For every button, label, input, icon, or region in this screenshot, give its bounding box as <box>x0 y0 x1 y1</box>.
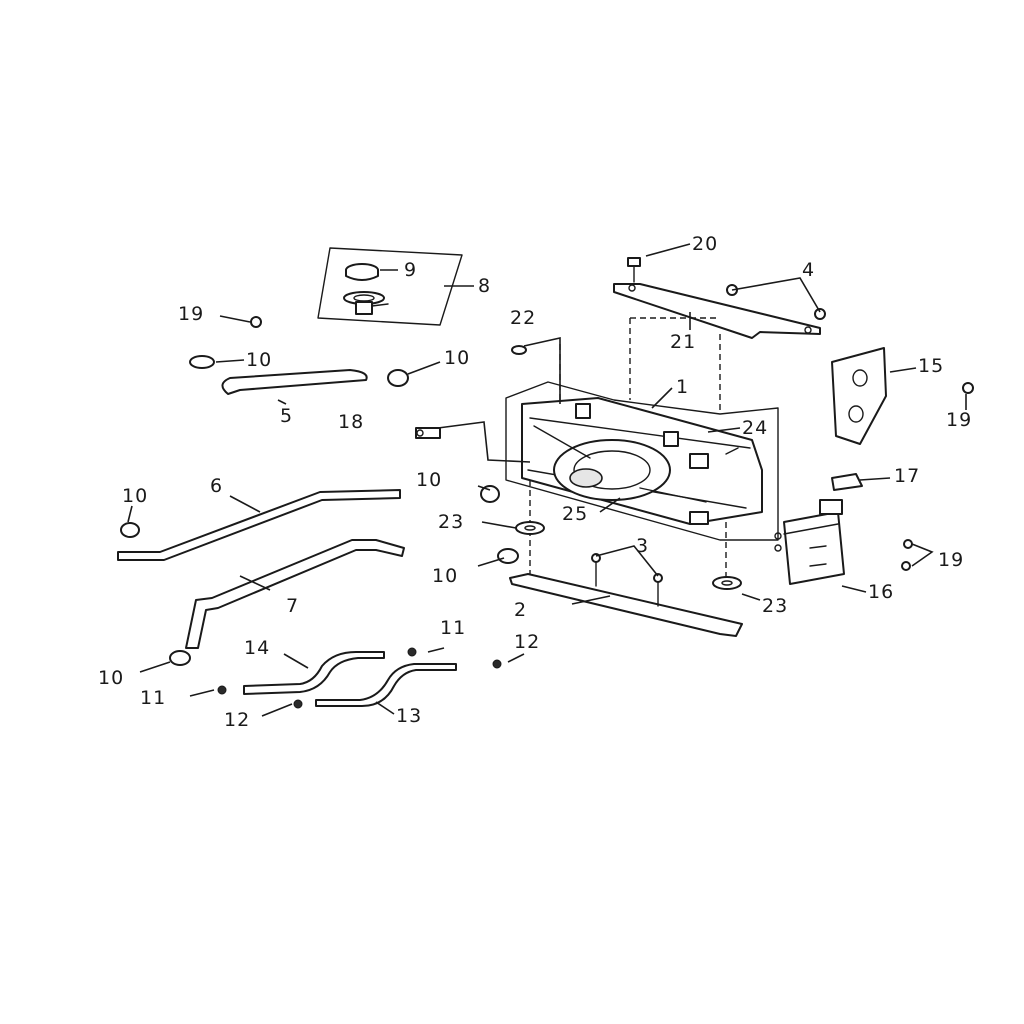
bolt-part-19-c <box>901 539 913 571</box>
callout-11-a: 11 <box>440 617 466 639</box>
clamp-part-10-c <box>480 485 500 503</box>
callout-21: 21 <box>670 331 696 353</box>
fan-stay-part-24 <box>725 447 739 455</box>
cap-kit-part-8 <box>317 247 463 326</box>
grommet-part-22 <box>511 345 527 355</box>
screw-part-3-a <box>591 553 601 587</box>
callout-4: 4 <box>802 259 815 281</box>
callout-19-b: 19 <box>946 409 972 431</box>
callout-6: 6 <box>210 475 223 497</box>
side-bracket-part-15 <box>831 347 887 445</box>
callout-19-a: 19 <box>178 303 204 325</box>
callout-18: 18 <box>338 411 364 433</box>
callout-24: 24 <box>742 417 768 439</box>
nut-part-11-a <box>407 647 417 657</box>
callout-9: 9 <box>404 259 417 281</box>
callout-12-b: 12 <box>224 709 250 731</box>
reserve-tank-part-16 <box>774 499 845 585</box>
callout-8: 8 <box>478 275 491 297</box>
hose-part-5 <box>221 369 368 395</box>
hose-part-6 <box>117 489 401 561</box>
nut-part-12-b <box>293 699 303 709</box>
nut-part-12-a <box>492 659 502 669</box>
callout-10-b: 10 <box>444 347 470 369</box>
clamp-part-10-a <box>189 355 215 369</box>
callout-10-a: 10 <box>246 349 272 371</box>
callout-20: 20 <box>692 233 718 255</box>
callout-1: 1 <box>676 376 689 398</box>
clamp-part-10-e <box>497 548 519 564</box>
upper-bracket-part-21 <box>613 283 821 339</box>
grommet-part-4-b <box>814 308 826 320</box>
callout-15: 15 <box>918 355 944 377</box>
callout-22: 22 <box>510 307 536 329</box>
callout-12-a: 12 <box>514 631 540 653</box>
clamp-part-10-f <box>169 650 191 666</box>
radiator-cap-part-9 <box>345 263 379 281</box>
washer-part-23-b <box>712 576 742 590</box>
clamp-part-10-d <box>120 522 140 538</box>
callout-2: 2 <box>514 599 527 621</box>
callout-17: 17 <box>894 465 920 487</box>
hose-part-13 <box>315 663 457 707</box>
fan-shroud-part-25 <box>533 425 707 503</box>
bolt-part-20 <box>627 257 641 283</box>
callout-25: 25 <box>562 503 588 525</box>
callout-10-e: 10 <box>432 565 458 587</box>
clamp-part-10-b <box>387 369 409 387</box>
callout-10-f: 10 <box>98 667 124 689</box>
lower-bracket-part-2 <box>509 573 743 637</box>
filler-neck <box>343 291 389 315</box>
screw-part-3-b <box>653 573 663 607</box>
fitting-part-18 <box>415 427 441 439</box>
hose-part-14 <box>243 651 385 695</box>
callout-10-c: 10 <box>416 469 442 491</box>
bolt-part-19-b <box>962 382 974 394</box>
callout-14: 14 <box>244 637 270 659</box>
bolt-part-19-a <box>250 316 262 328</box>
callout-19-c: 19 <box>938 549 964 571</box>
callout-23-b: 23 <box>762 595 788 617</box>
callout-23-a: 23 <box>438 511 464 533</box>
callout-5: 5 <box>280 405 293 427</box>
nut-part-11-b <box>217 685 227 695</box>
callout-10-d: 10 <box>122 485 148 507</box>
callout-16: 16 <box>868 581 894 603</box>
callout-7: 7 <box>286 595 299 617</box>
leader-lines <box>127 243 967 717</box>
radiator-outline <box>505 381 779 541</box>
callout-11-b: 11 <box>140 687 166 709</box>
cushion-part-17 <box>831 473 863 491</box>
callout-13: 13 <box>396 705 422 727</box>
hose-part-7 <box>185 539 405 649</box>
callout-3: 3 <box>636 535 649 557</box>
washer-part-23-a <box>515 521 545 535</box>
